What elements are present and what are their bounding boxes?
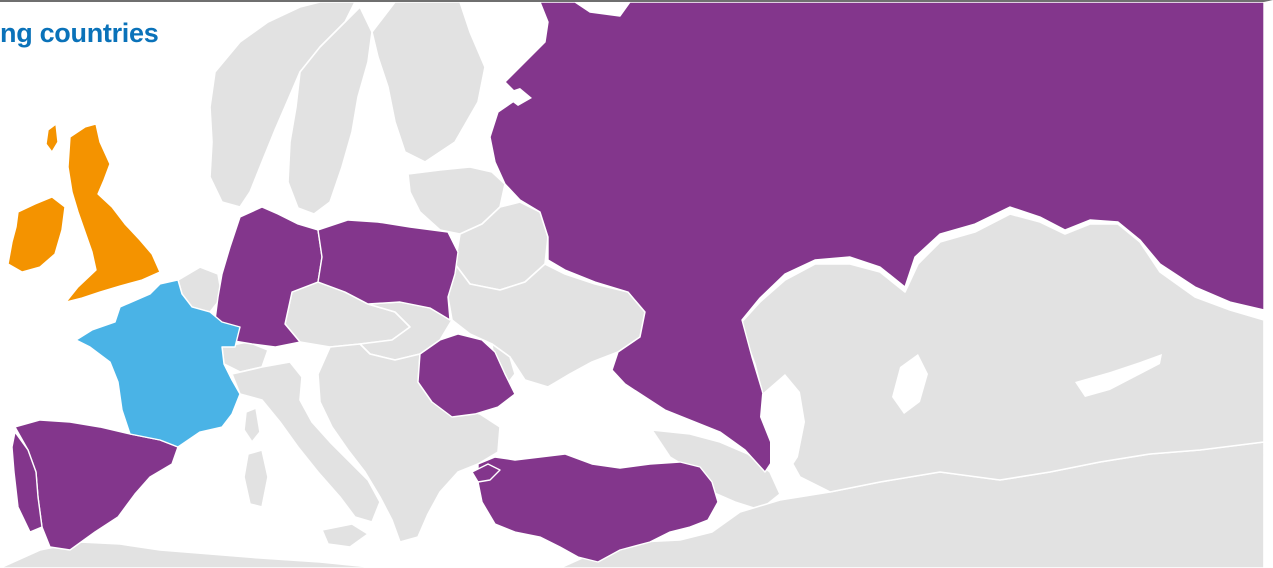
country-great-britain bbox=[65, 123, 161, 303]
country-germany bbox=[214, 206, 323, 348]
island-sardinia bbox=[243, 449, 269, 508]
country-portugal bbox=[11, 431, 43, 533]
lake-ladoga bbox=[502, 88, 532, 106]
country-sweden bbox=[287, 6, 373, 215]
country-kazakhstan bbox=[739, 213, 1264, 493]
lake-balkhash bbox=[1075, 354, 1162, 397]
water-accents bbox=[502, 88, 1162, 477]
island-sicily bbox=[321, 523, 369, 548]
country-france bbox=[75, 279, 241, 448]
country-ireland bbox=[7, 196, 66, 273]
country-turkey-thrace bbox=[471, 463, 501, 483]
country-romania bbox=[417, 333, 516, 418]
country-norway bbox=[209, 2, 356, 208]
aral-sea bbox=[892, 354, 928, 414]
highlighted-countries bbox=[7, 2, 1264, 563]
country-italy bbox=[231, 361, 381, 523]
caspian-sea bbox=[760, 374, 805, 477]
country-turkey bbox=[477, 453, 719, 563]
country-spain bbox=[14, 419, 179, 551]
country-finland bbox=[371, 2, 486, 163]
island-hebrides bbox=[45, 123, 59, 153]
country-poland bbox=[317, 219, 459, 321]
map-title: ng countries bbox=[0, 18, 159, 48]
island-corsica bbox=[243, 407, 261, 443]
